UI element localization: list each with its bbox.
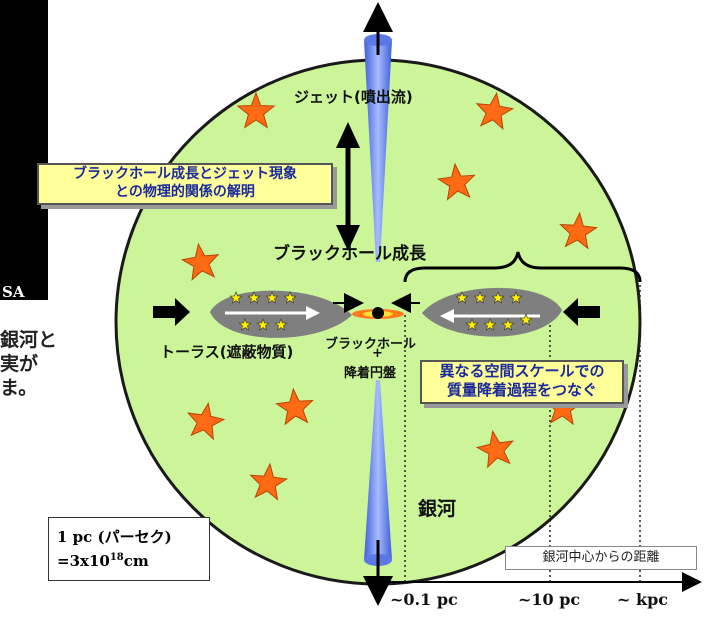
small-star-icon xyxy=(519,313,533,326)
star-icon xyxy=(437,162,476,201)
big-arrow-left xyxy=(153,298,190,326)
distance-axis-label: 銀河中心からの距離 xyxy=(505,546,697,570)
tick-label-10pc: ~10 pc xyxy=(518,590,581,609)
small-star-icon xyxy=(483,318,497,331)
side-text-line-3: ま。 xyxy=(0,377,38,399)
plus-label: + xyxy=(372,346,383,361)
small-star-icon xyxy=(473,291,487,304)
tick-label-0-1pc: ~0.1 pc xyxy=(390,590,458,609)
big-arrow-right xyxy=(563,298,600,326)
parsec-definition-box: 1 pc (パーセク) =3x1018cm xyxy=(48,517,210,581)
small-star-icon xyxy=(238,318,252,331)
small-star-icon xyxy=(491,291,505,304)
small-star-icon xyxy=(501,318,515,331)
callout-bh-jet-line-1: ブラックホール成長とジェット現象 xyxy=(73,166,297,182)
torus-right xyxy=(422,287,562,337)
small-star-icon xyxy=(265,291,279,304)
star-icon xyxy=(236,91,276,129)
black-side-panel xyxy=(0,0,48,300)
parsec-definition-line-1: 1 pc (パーセク) xyxy=(57,528,172,546)
torus-right-flow-head xyxy=(440,309,454,323)
jet-upper xyxy=(364,40,392,262)
star-icon xyxy=(186,401,226,441)
star-icon xyxy=(559,211,598,250)
small-star-icon xyxy=(274,318,288,331)
small-star-icon xyxy=(247,291,261,304)
side-text-line-1: 銀河と xyxy=(0,329,58,351)
galaxy-stars xyxy=(180,91,598,501)
panel-text: SA xyxy=(2,283,25,301)
torus-stars xyxy=(229,291,533,331)
parsec-value-exponent: 18 xyxy=(109,552,124,563)
callout-scales-line-2: 質量降着過程をつなぐ xyxy=(446,381,597,399)
curly-brace xyxy=(403,251,642,283)
small-star-icon xyxy=(256,318,270,331)
jet-label: ジェット(噴出流) xyxy=(294,88,413,106)
small-star-icon xyxy=(283,291,297,304)
small-star-icon xyxy=(465,318,479,331)
double-arrow-head-up xyxy=(336,122,360,148)
black-hole xyxy=(372,307,384,319)
small-star-icon xyxy=(509,291,523,304)
bh-growth-label: ブラックホール成長 xyxy=(273,244,426,264)
jet-lower xyxy=(364,380,392,560)
side-text-line-2: 実が xyxy=(0,353,39,375)
parsec-value-suffix: cm xyxy=(123,552,149,570)
small-star-icon xyxy=(229,291,243,304)
callout-spatial-scales: 異なる空間スケールでの 質量降着過程をつなぐ xyxy=(420,360,624,404)
tick-label-kpc: ~ kpc xyxy=(617,590,668,609)
galaxy-label: 銀河 xyxy=(418,498,457,520)
double-arrow-head-down xyxy=(336,225,360,251)
star-icon xyxy=(475,429,515,469)
small-star-icon xyxy=(455,291,469,304)
callout-bh-jet-line-2: との物理的関係の解明 xyxy=(115,184,255,200)
torus-label: トーラス(遮蔽物質) xyxy=(160,343,294,361)
parsec-value-prefix: =3x10 xyxy=(57,552,110,570)
callout-bh-jet-relation: ブラックホール成長とジェット現象 との物理的関係の解明 xyxy=(37,163,333,205)
parsec-definition-line-2: =3x1018cm xyxy=(57,552,149,570)
callout-scales-line-1: 異なる空間スケールでの xyxy=(439,362,605,380)
black-hole-label: ブラックホール xyxy=(325,337,417,352)
star-icon xyxy=(475,91,515,131)
star-icon xyxy=(275,387,314,426)
star-icon xyxy=(249,462,288,501)
star-icon xyxy=(180,242,220,282)
accretion-disk-label: 降着円盤 xyxy=(344,366,397,381)
torus-left-flow-head xyxy=(306,306,320,320)
